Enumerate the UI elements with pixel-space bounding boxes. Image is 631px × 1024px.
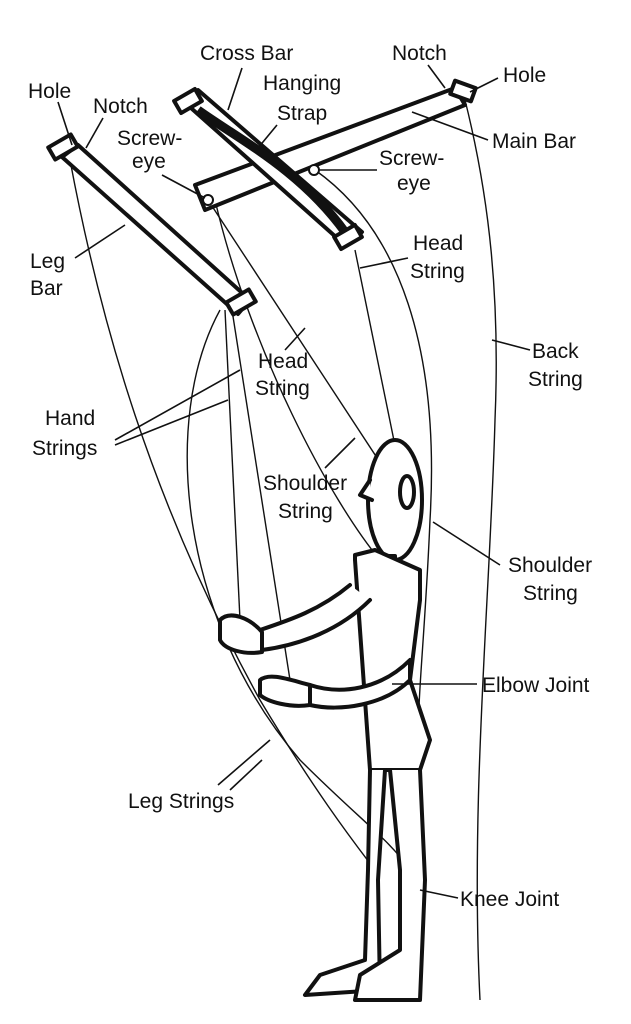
label-knee-joint: Knee Joint (460, 888, 559, 911)
labels: Cross Bar Notch Hole Hanging Strap Hole … (28, 42, 592, 911)
label-main-bar: Main Bar (492, 130, 576, 153)
label-hole-left: Hole (28, 80, 71, 103)
label-screw-eye-left-1: Screw- (117, 127, 182, 150)
puppet-torso (353, 548, 432, 772)
label-leg-bar-1: Leg (30, 250, 65, 273)
main-bar (193, 78, 478, 212)
hand-string-2 (231, 309, 291, 681)
label-head-string-right-2: String (410, 260, 465, 283)
label-hanging-strap-2: Strap (277, 102, 327, 125)
label-head-string-mid-1: Head (258, 350, 308, 373)
label-hole-top: Hole (503, 64, 546, 87)
puppet-figure (218, 438, 432, 1002)
label-screw-eye-right-1: Screw- (379, 147, 444, 170)
label-notch-top: Notch (392, 42, 447, 65)
label-leg-strings: Leg Strings (128, 790, 234, 813)
label-notch-left: Notch (93, 95, 148, 118)
hand-string-1 (224, 309, 241, 621)
label-head-string-right-1: Head (413, 232, 463, 255)
label-shoulder-string-right-1: Shoulder (508, 554, 592, 577)
screw-eye-left (202, 194, 214, 206)
label-elbow-joint: Elbow Joint (482, 674, 590, 697)
label-hand-strings-1: Hand (45, 407, 95, 430)
head-string-mid (207, 199, 386, 471)
back-string (464, 99, 497, 1001)
shoulder-string-mid (214, 199, 381, 561)
leg-bar (46, 132, 258, 317)
puppet-hand-upper (218, 613, 264, 655)
shoulder-string-right (314, 169, 433, 741)
cross-bar (172, 86, 364, 252)
label-hand-strings-2: Strings (32, 437, 97, 460)
puppet-ear (398, 474, 416, 510)
label-back-string-2: String (528, 368, 583, 391)
leader-lines (57, 64, 531, 899)
screw-eye-right (308, 164, 320, 176)
hanging-strap (195, 106, 349, 235)
label-head-string-mid-2: String (255, 377, 310, 400)
head-string-right (354, 249, 401, 471)
label-hanging-strap-1: Hanging (263, 72, 341, 95)
leg-string-left (69, 159, 376, 871)
strings (69, 99, 497, 1001)
label-shoulder-string-mid-1: Shoulder (263, 472, 347, 495)
label-screw-eye-right-2: eye (397, 172, 431, 195)
label-shoulder-string-right-2: String (523, 582, 578, 605)
puppet-leg-right (353, 768, 427, 1002)
label-shoulder-string-mid-2: String (278, 500, 333, 523)
label-back-string-1: Back (532, 340, 579, 363)
puppet-hand-lower (258, 674, 312, 708)
label-screw-eye-left-2: eye (132, 150, 166, 173)
label-cross-bar: Cross Bar (200, 42, 293, 65)
label-leg-bar-2: Bar (30, 277, 63, 300)
puppet-forearm (308, 658, 412, 710)
